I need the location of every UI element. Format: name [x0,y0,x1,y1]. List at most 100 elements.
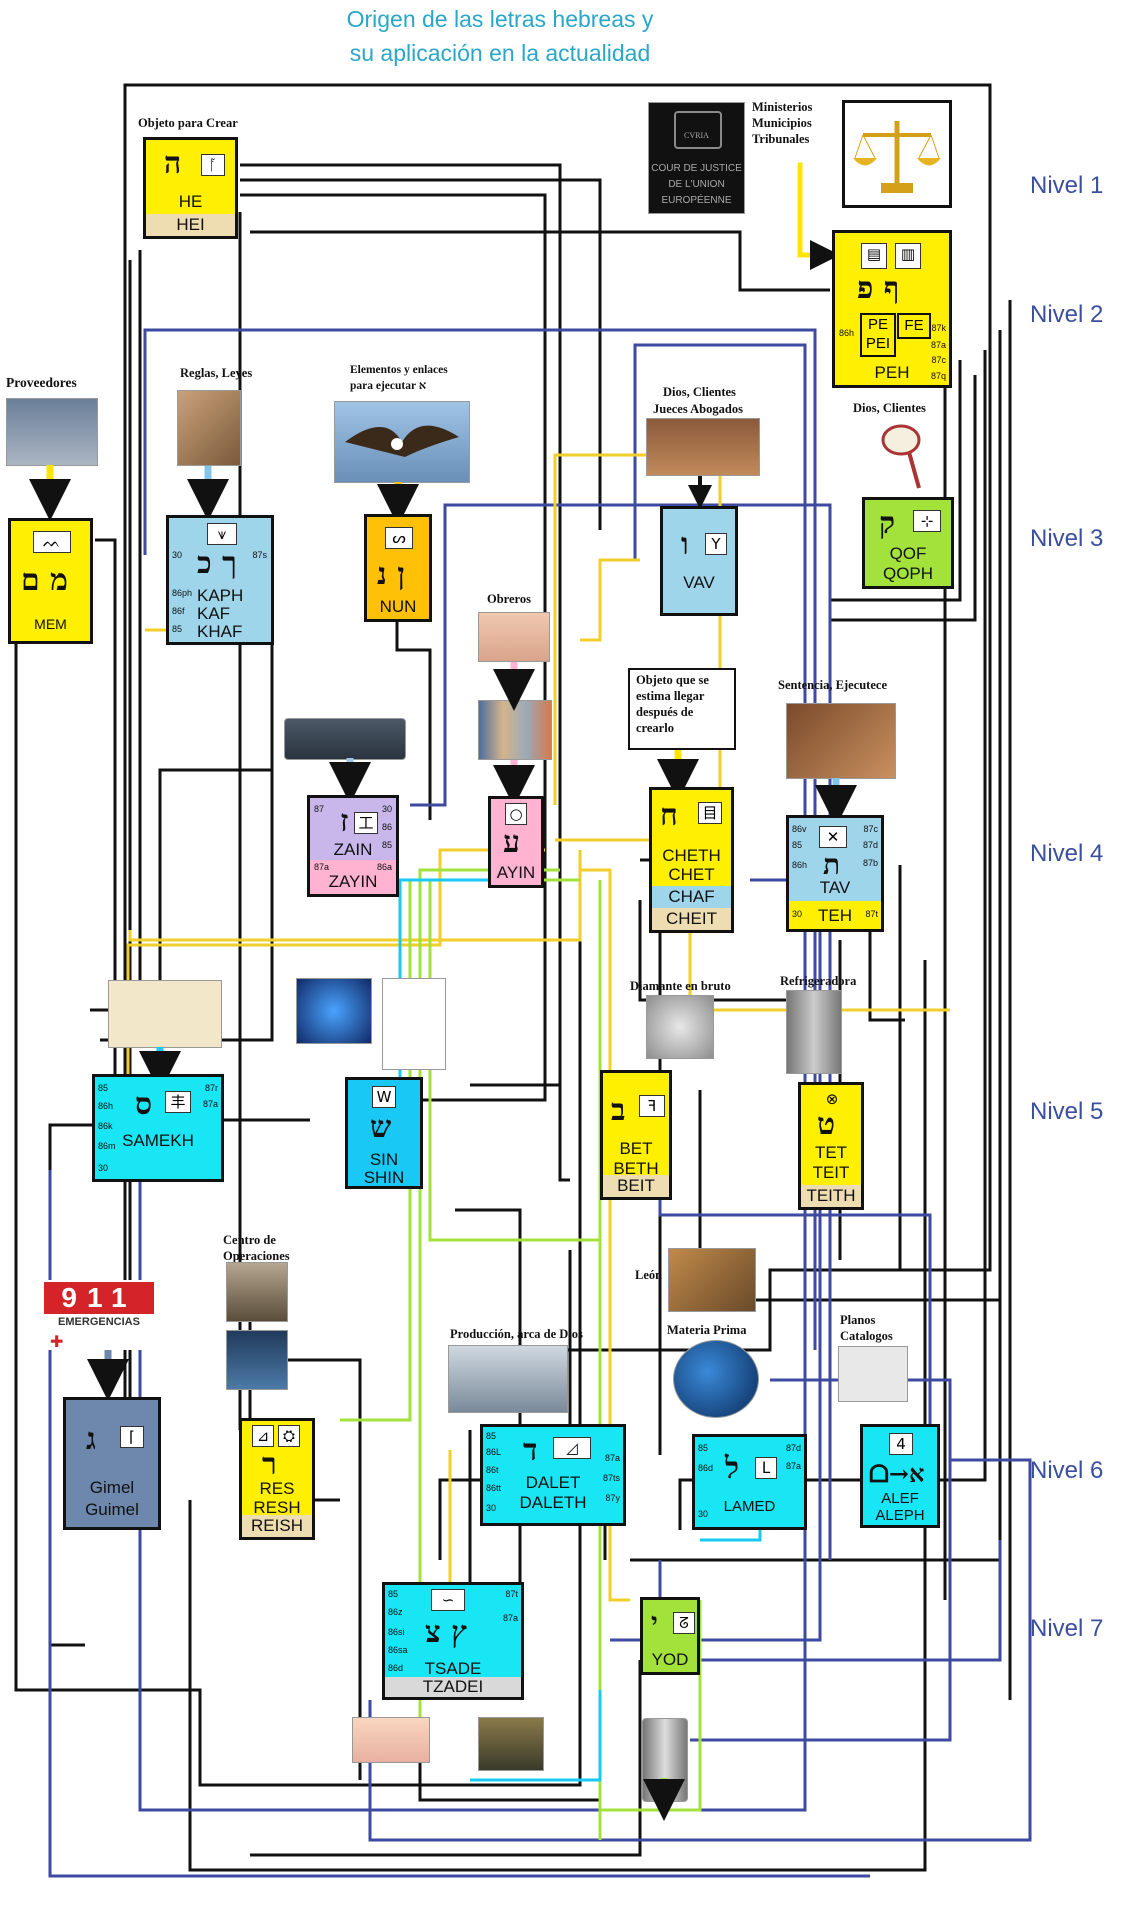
lamed-port-1: 85 [698,1443,709,1453]
gavel-image [786,703,896,779]
letter-box-lamed[interactable]: ל ᒪ 85 86d 30 87d 87a LAMED [692,1434,807,1530]
tav-port-2: 85 [792,840,803,850]
dalet-paleo-glyph-icon: ◿ [553,1437,591,1459]
cheth-name-3: CHAF [652,886,731,908]
letter-box-tet[interactable]: ⊗ ט TET TEIT TEITH [798,1082,864,1210]
letter-box-tsade[interactable]: ∽ ץ צ 85 86z 86si 86sa 86d 30 87t 87a TS… [382,1582,524,1700]
letter-box-alef[interactable]: 4 ᗝ→א ALEF ALEPH [860,1424,940,1528]
tsade-port-4: 86sa [388,1645,408,1655]
tav-hebrew-glyph: ת [823,848,841,881]
tsade-port-5: 86d [388,1663,404,1673]
caption-dalet: Producción, arca de Dios [450,1327,583,1341]
letter-box-vav[interactable]: ו Y VAV [660,506,738,616]
workers-hands-image [478,612,550,662]
ayin-paleo-glyph-icon: ○ [505,803,527,825]
tsade-name: TSADE [424,1659,482,1678]
peh-document-icon: ▥ [895,243,921,269]
he-band: HEI [146,214,235,236]
kaph-name-1: KAPH [197,586,244,605]
alef-paleo-glyph-icon: 4 [889,1433,913,1455]
lamed-port-4: 87d [785,1443,801,1453]
letter-box-yod[interactable]: י ᘔ YOD [640,1597,700,1675]
caption-lamed-2: Materia Prima [667,1323,747,1337]
peh-port-2: 87k [931,323,946,333]
bet-name-2: BETH [613,1159,659,1178]
zain-band-name: ZAYIN [328,872,378,891]
zain-band: 87a 86a ZAYIN [310,860,396,894]
dalet-port-8: 87y [605,1493,620,1503]
resh-name-1: RES [259,1479,295,1498]
lion-image [668,1248,756,1312]
yod-hebrew-glyph: י [651,1608,658,1638]
court-logo-line-2: COUR DE JUSTICE [651,163,742,174]
letter-box-bet[interactable]: ב ꟻ BET BETH BEIT [600,1070,672,1200]
tsade-band: TZADEI [385,1677,521,1697]
nun-paleo-glyph-icon: ᔕ [385,527,413,549]
zain-port-6: 86a [376,862,392,872]
caption-cheth-1: Objeto que se [636,673,709,687]
tsade-port-2: 86z [388,1607,403,1617]
letter-box-zain[interactable]: ז 工 87 30 86 85 ZAIN 87a 86a ZAYIN [307,795,399,897]
samekh-port-1: 85 [98,1083,109,1093]
law-book-image [177,390,241,466]
letter-box-samekh[interactable]: ס 丰 85 86h 86k 86m 30 87r 87a SAMEKH [92,1074,224,1182]
caption-nun-1: Elementos y enlaces [350,364,448,376]
yod-name: YOD [651,1650,689,1669]
resh-name-2: RESH [253,1498,301,1517]
letter-box-resh[interactable]: ⊿ ⛭ ר RES RESH REISH [239,1418,315,1540]
eagle-image [334,401,470,483]
caption-resh-2: Operaciones [223,1249,290,1263]
qof-paleo-glyph-icon: ⊹ [913,510,941,532]
level-5-label: Nivel 5 [1030,1098,1104,1125]
caption-vav-1: Dios, Clientes [663,385,736,399]
letter-box-ayin[interactable]: ○ ע AYIN [488,796,544,888]
peh-port-5: 87q [930,371,946,381]
gimel-paleo-glyph-icon: ⌈ [120,1426,144,1448]
samekh-port-7: 87a [202,1099,218,1109]
emergency-label: EMERGENCIAS [58,1316,140,1328]
bet-paleo-glyph-icon: ꟻ [639,1095,665,1117]
lamed-paleo-glyph-icon: ᒪ [755,1457,777,1479]
caption-alef-2: Catalogos [840,1329,893,1343]
yod-paleo-glyph-icon: ᘔ [673,1612,695,1634]
letter-box-cheth[interactable]: ח 目 CHETH CHET CHAF CHEIT [649,787,734,933]
alef-name-1: ALEF [881,1490,919,1507]
bet-hebrew-glyph: ב [611,1093,626,1128]
cheth-name-2: CHET [668,865,715,884]
caption-peh-3: Tribunales [752,132,810,146]
letter-box-qof[interactable]: ק ⊹ QOF QOPH [862,497,954,589]
tsade-port-8: 87a [502,1613,518,1623]
letter-box-kaph[interactable]: ⩛ ך כ 30 87s 86ph 86f 85 KAPH KAF KHAF [166,515,274,645]
tsade-port-3: 86si [388,1627,405,1637]
caption-nun-2: para ejecutar א [350,380,427,392]
court-of-justice-logo: CVRIA COUR DE JUSTICE DE L'UNION EUROPÉE… [648,102,745,214]
samekh-name: SAMEKH [122,1131,194,1150]
tav-name: TAV [819,878,851,897]
letter-box-peh[interactable]: ▤ ▥ ף פ PE PEI FE 86h 87k 87a 87c 87q PE… [832,230,952,388]
five-senses-image [108,980,222,1048]
tav-band: 30 87t TEH [789,901,881,929]
vav-name: VAV [683,573,715,592]
tsade-port-7: 87t [505,1589,518,1599]
letter-box-dalet[interactable]: ד ◿ 85 86L 86t 86tt 30 87a 87ts 87y DALE… [480,1424,626,1526]
tsade-hebrew-glyph: ץ צ [425,1615,467,1650]
baby-image [352,1717,430,1763]
letter-box-shin[interactable]: W ש SIN SHIN [345,1077,423,1189]
letter-box-he[interactable]: ה ᚪ HE HEI [143,137,238,239]
ayin-name: AYIN [496,863,536,882]
caption-cheth-2: estima llegar [636,689,705,703]
qof-name-1: QOF [889,544,927,563]
caption-bet: Diamante en bruto [630,979,731,993]
tav-port-6: 87b [862,858,878,868]
network-switch-image [284,718,406,760]
letter-box-gimel[interactable]: ג ⌈ Gimel Guimel [63,1397,161,1530]
vav-paleo-glyph-icon: Y [705,533,727,555]
kaph-paleo-glyph-icon: ⩛ [207,523,237,545]
letter-box-nun[interactable]: ᔕ ן נ NUN [364,514,432,622]
dalet-port-4: 86tt [486,1483,502,1493]
letter-box-tav[interactable]: ✕ ת 86v 85 86h 87c 87d 87b TAV 30 87t TE… [786,815,884,932]
letter-box-mem[interactable]: ᨓ מ ם MEM [8,518,93,644]
refrigerator-image [786,990,842,1074]
peh-chart-icon: ▤ [861,243,887,269]
caption-tet: Refrigeradora [780,974,857,988]
